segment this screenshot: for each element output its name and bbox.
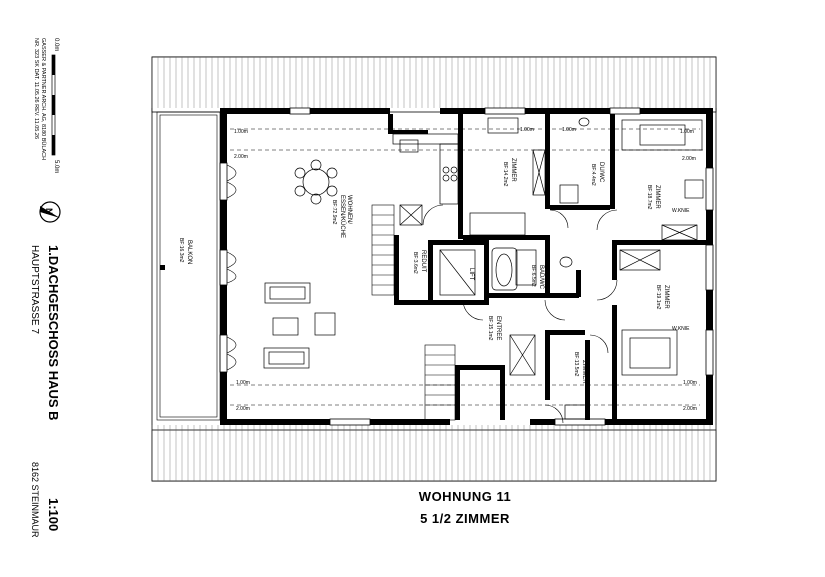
dimension-label: 1.00m: [234, 129, 248, 135]
dimension-label: 2.00m: [682, 156, 696, 162]
room-zimmer1-label: ZIMMER: [510, 158, 516, 182]
room-entree-area: BF:15.1m2: [487, 316, 493, 341]
dimension-label: 2.00m: [234, 154, 248, 160]
room-entree-label: ENTREE: [495, 316, 501, 340]
room-duwc-area: BF:4.4m2: [590, 164, 596, 186]
room-living-label: WOHNEN/: [346, 195, 352, 224]
room-living-area: BF:72.9m2: [331, 200, 337, 225]
dimension-label: W.KNIE: [672, 326, 690, 332]
reference-line-2: GASSER & PARTNER ARCH. AG, 8180 BÜLACH: [40, 38, 47, 160]
room-zimmer4-area: BF:13.5m2: [573, 352, 579, 377]
room-duwc-label: DU/WC: [598, 162, 604, 183]
scale-label-top: 0.0m: [53, 38, 59, 51]
roof-outline: [151, 56, 717, 482]
reference-line-1: NR. 323 SK DAT. 11.05.26 REV. 11.05.26: [33, 38, 39, 139]
staircase: [371, 204, 456, 421]
balcony-label: BALKON: [186, 240, 192, 264]
dimension-labels: 1.00m 2.00m 1.00m 2.00m W.KNIE W.KNIE 1.…: [234, 127, 697, 412]
exterior-walls: [220, 108, 713, 425]
room-badwc-area: BF:6.5m2: [530, 265, 536, 287]
dimension-label: 1.00m: [236, 380, 250, 386]
room-zimmer4-label: ZIMMER: [581, 360, 587, 384]
room-zimmer2-label: ZIMMER: [654, 185, 660, 209]
room-lift-label: LIFT: [468, 268, 474, 281]
dimension-label: 2.00m: [236, 406, 250, 412]
room-labels: WOHNEN/ ESSEN/KÜCHE BF:72.9m2 ZIMMER BF:…: [331, 158, 669, 384]
room-reduit-label: REDUIT: [420, 250, 426, 273]
door-swings-left: [226, 164, 237, 371]
floor-heading: 1.DACHGESCHOSS HAUS B: [46, 245, 61, 421]
sidebar: 0.0m 5.0m NR. 323 SK DAT. 11.05.26 REV. …: [29, 38, 61, 538]
dimension-label: W.KNIE: [672, 208, 690, 214]
room-zimmer2-area: BF:18.7m2: [646, 185, 652, 210]
street-address: HAUPTSTRASSE 7: [29, 245, 40, 334]
north-label: N: [44, 208, 54, 215]
dimension-label: 1.00m: [683, 380, 697, 386]
apartment-title: WOHNUNG 11: [418, 489, 512, 504]
balcony: [156, 111, 221, 421]
balcony-area: BF:16.3m2: [178, 238, 184, 263]
room-zimmer3-label: ZIMMER: [663, 285, 669, 309]
room-zimmer3-area: BF:19.1m2: [655, 285, 661, 310]
town: 8162 STEINMAUR: [30, 462, 40, 538]
windows: [219, 107, 714, 426]
room-badwc-label: BAD/WC: [538, 265, 544, 290]
drawing-scale: 1:100: [46, 498, 61, 531]
room-kitchen-label: ESSEN/KÜCHE: [339, 195, 346, 238]
apartment-subtitle: 5 1/2 ZIMMER: [420, 511, 510, 526]
dimension-label: 1.00m: [680, 129, 694, 135]
dimension-label: 2.00m: [683, 406, 697, 412]
interior-walls: [388, 114, 706, 420]
roof-lines: [230, 128, 705, 406]
room-zimmer1-area: BF:14.2m2: [502, 162, 508, 187]
scale-label-bottom: 5.0m: [53, 160, 59, 173]
north-arrow-icon: N: [39, 201, 61, 223]
room-reduit-area: BF:3.6m2: [412, 252, 418, 274]
furniture: [263, 117, 704, 420]
dimension-label: 1.00m: [520, 127, 534, 133]
dimension-label: 1.00m: [562, 127, 576, 133]
roof-hatching: [151, 57, 717, 481]
